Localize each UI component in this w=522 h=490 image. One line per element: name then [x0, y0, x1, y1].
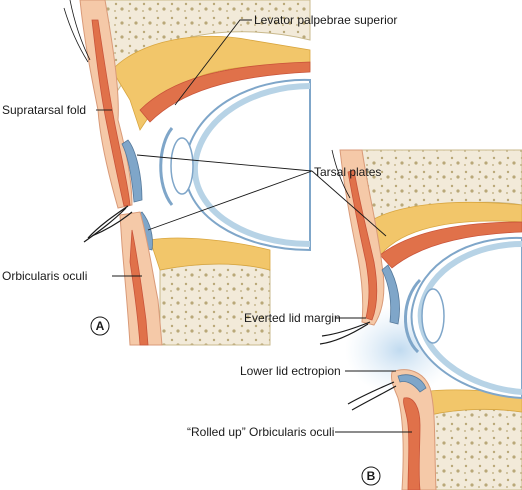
panel-b-conjunctiva	[417, 241, 522, 395]
label-tarsal-plates: Tarsal plates	[314, 165, 381, 179]
panel-b-levator	[379, 221, 522, 269]
panel-a-brow-hair	[63, 0, 91, 63]
panel-b-upper-tarsus	[381, 264, 400, 325]
label-lower-lid-ectropion: Lower lid ectropion	[240, 364, 341, 378]
leader-tarsal-a-lower	[147, 170, 313, 231]
panel-a-marker: A	[90, 316, 110, 336]
panel-a-upper-tarsus	[121, 139, 143, 203]
panel-b-lower-lashes	[347, 381, 397, 411]
panel-b-lower-bone	[429, 408, 522, 490]
panel-b-cornea	[404, 278, 422, 354]
panel-b-lower-fat	[419, 389, 522, 416]
panel-b-rolled-orbicularis	[403, 397, 421, 490]
panel-a-lower-lashes	[91, 211, 133, 237]
panel-b-lens	[421, 288, 445, 344]
panel-a-upper-lashes	[83, 205, 129, 243]
panel-a-lower-orbicularis	[129, 229, 149, 346]
panel-a-upper-orbicularis	[91, 19, 131, 207]
label-everted-lid-margin: Everted lid margin	[244, 311, 341, 325]
label-rolled-orbicularis: “Rolled up” Orbicularis oculi	[187, 425, 334, 439]
leader-tarsal-a-upper	[136, 154, 313, 172]
panel-a-lower-fat	[149, 237, 271, 271]
panel-a-cornea	[159, 127, 174, 206]
leader-levator	[174, 19, 252, 106]
panel-a-lens	[170, 137, 194, 195]
panel-b-marker: B	[361, 466, 381, 486]
panel-b-upper-lashes	[319, 321, 371, 345]
panel-a-letter: A	[96, 319, 105, 333]
panel-b-illustration	[319, 149, 522, 490]
panel-b-brow-hair	[331, 149, 351, 199]
panel-a-conjunctiva	[191, 83, 311, 247]
panel-b-lower-tarsus	[397, 374, 427, 393]
label-supratarsal-fold: Supratarsal fold	[2, 103, 86, 117]
leader-lines	[96, 19, 412, 433]
label-orbicularis: Orbicularis oculi	[2, 269, 87, 283]
leader-tarsal-b	[311, 170, 387, 237]
panel-a-illustration	[63, 0, 311, 346]
label-levator: Levator palpebrae superior	[254, 13, 397, 27]
panel-b-letter: B	[367, 469, 376, 483]
panel-a-lower-bone	[159, 263, 271, 346]
